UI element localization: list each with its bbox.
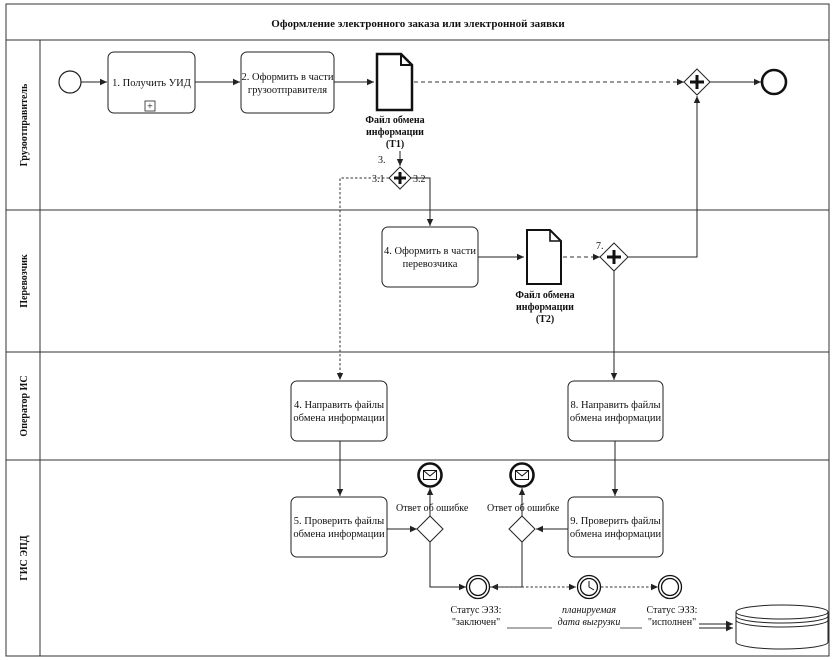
status-concluded-label-line1: Статус ЭЗЗ: <box>451 605 502 616</box>
envelope-icon <box>515 470 529 480</box>
task-get-uid[interactable]: 1. Получить УИД + <box>107 51 196 114</box>
timer-event-planned-unload[interactable] <box>576 574 602 600</box>
status-concluded-label-line2: "заключен" <box>452 617 500 628</box>
envelope-icon <box>423 470 437 480</box>
parallel-gateway-7[interactable] <box>599 242 629 272</box>
lane-label-gis-epd: ГИС ЭПД <box>19 535 30 580</box>
task-fill-shipper-part[interactable]: 2. Оформить в части грузоотправителя <box>240 51 335 114</box>
parallel-gateway-join[interactable] <box>683 68 711 96</box>
task-fill-shipper-part-line2: грузоотправителя <box>248 85 327 96</box>
flow-gateway-7-to-join <box>628 96 701 258</box>
start-event[interactable] <box>58 70 82 94</box>
task-gis-check-files-1-line1: 5. Проверить файлы <box>294 516 384 527</box>
gateway-split-label: 3. <box>378 155 386 166</box>
subprocess-marker-symbol: + <box>147 102 153 113</box>
task-fill-carrier-part[interactable]: 4. Оформить в части перевозчика <box>381 226 479 288</box>
intermediate-event-status-concluded[interactable] <box>465 574 491 600</box>
document-icon-t1[interactable] <box>375 52 414 112</box>
lane-label-shipper: Грузоотправитель <box>19 83 30 166</box>
doc-t2-label-line1: Файл обмена <box>515 290 574 301</box>
intermediate-event-status-fulfilled[interactable] <box>657 574 683 600</box>
message-end-event-1[interactable] <box>417 462 443 488</box>
parallel-gateway-split[interactable] <box>388 166 412 190</box>
error-response-label-2: Ответ об ошибке <box>487 503 560 514</box>
error-response-label-1: Ответ об ошибке <box>396 503 469 514</box>
timer-label-line1: планируемая <box>562 605 616 616</box>
doc-t2-label-line2: информации <box>516 302 574 313</box>
clock-icon <box>588 581 595 591</box>
database-icon[interactable] <box>735 604 829 650</box>
doc-t1-label-line1: Файл обмена <box>365 115 424 126</box>
status-fulfilled-label-line2: "исполнен" <box>648 617 696 628</box>
end-event[interactable] <box>760 68 788 96</box>
task-fill-carrier-part-line2: перевозчика <box>403 259 458 270</box>
task-get-uid-label: 1. Получить УИД <box>112 78 191 89</box>
doc-t1-label-line3: (Т1) <box>386 139 404 150</box>
task-fill-shipper-part-line1: 2. Оформить в части <box>242 72 334 83</box>
document-icon-t2[interactable] <box>526 229 562 285</box>
task-fill-carrier-part-line1: 4. Оформить в части <box>384 246 476 257</box>
task-gis-check-files-1[interactable]: 5. Проверить файлы обмена информации <box>290 496 388 558</box>
gateway-branch-3-2: 3.2 <box>413 174 426 185</box>
status-fulfilled-label-line1: Статус ЭЗЗ: <box>647 605 698 616</box>
gateway-branch-3-1: 3.1 <box>372 174 385 185</box>
task-operator-send-files-1-line2: обмена информации <box>293 413 385 424</box>
task-gis-check-files-2-line1: 9. Проверить файлы <box>570 516 660 527</box>
task-operator-send-files-2-line2: обмена информации <box>570 413 662 424</box>
task-operator-send-files-2[interactable]: 8. Направить файлы обмена информации <box>567 380 664 442</box>
task-operator-send-files-2-line1: 8. Направить файлы <box>570 400 660 411</box>
gateway-7-label: 7. <box>596 241 604 252</box>
flow-branch-3-2-to-carrier <box>411 177 434 226</box>
lane-label-operator: Оператор ИС <box>19 375 30 436</box>
pool-title: Оформление электронного заказа или элект… <box>271 18 565 30</box>
task-gis-check-files-2-line2: обмена информации <box>570 529 662 540</box>
message-end-event-2[interactable] <box>509 462 535 488</box>
task-operator-send-files-1-line1: 4. Направить файлы <box>294 400 384 411</box>
flow-xor1-to-status-concluded <box>429 542 466 591</box>
task-operator-send-files-1[interactable]: 4. Направить файлы обмена информации <box>290 380 388 442</box>
lane-label-carrier: Перевозчик <box>19 254 30 308</box>
timer-label-line2: дата выгрузки <box>558 617 621 628</box>
doc-t2-label-line3: (Т2) <box>536 314 554 325</box>
subprocess-marker <box>144 100 156 112</box>
doc-t1-label-line2: информации <box>366 127 424 138</box>
task-gis-check-files-2[interactable]: 9. Проверить файлы обмена информации <box>567 496 664 558</box>
task-gis-check-files-1-line2: обмена информации <box>293 529 385 540</box>
